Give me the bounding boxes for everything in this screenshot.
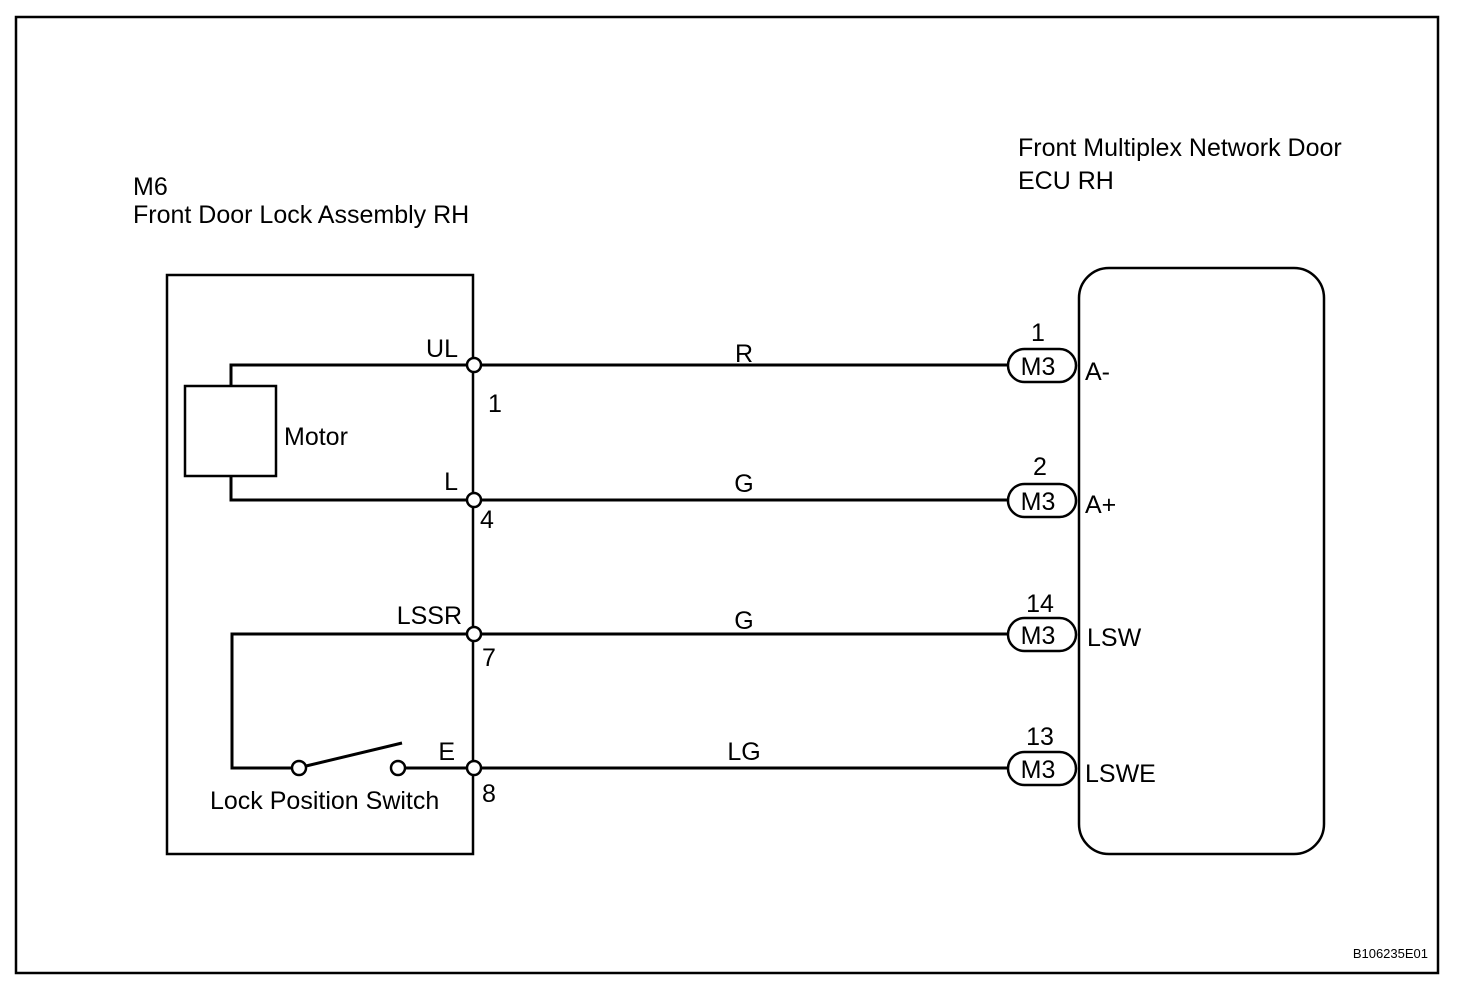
pin-number: 1 <box>488 390 502 418</box>
pin-number: 4 <box>480 506 494 534</box>
motor-label: Motor <box>284 423 348 451</box>
ecu-connector-code: M3 <box>1021 488 1056 516</box>
wire-color-code: G <box>734 607 753 635</box>
ecu-terminal-name: LSW <box>1087 624 1142 652</box>
ecu-pin-number: 2 <box>1033 453 1047 481</box>
lock-assembly-connector-code: M6 <box>133 173 168 201</box>
ecu-connector-code: M3 <box>1021 756 1056 784</box>
ecu-box <box>1077 266 1326 856</box>
lock-assembly-box <box>165 273 475 856</box>
terminal-e <box>465 759 483 777</box>
figure-id: B106235E01 <box>1353 946 1428 961</box>
ecu-terminal-name: LSWE <box>1085 760 1156 788</box>
ecu-connector-pill <box>1006 616 1078 653</box>
pin-name: UL <box>426 335 458 363</box>
ecu-connector-code: M3 <box>1021 622 1056 650</box>
diagram-frame <box>14 15 1440 975</box>
terminal-ul <box>465 356 483 374</box>
switch-contact-right <box>389 759 407 777</box>
switch-contact-left <box>290 759 308 777</box>
switch-wire-lssr <box>230 632 474 770</box>
ecu-pin-number: 14 <box>1026 590 1054 618</box>
ecu-connector-pill <box>1006 750 1078 787</box>
motor-symbol <box>183 384 278 478</box>
ecu-terminal-name: A- <box>1085 358 1110 386</box>
ecu-terminal-name: A+ <box>1085 491 1116 519</box>
pin-number: 7 <box>482 644 496 672</box>
terminal-l <box>465 491 483 509</box>
ecu-connector-pill <box>1006 347 1078 384</box>
pin-name: L <box>444 468 458 496</box>
lock-assembly-name: Front Door Lock Assembly RH <box>133 201 469 229</box>
motor-wire-ul <box>229 363 474 386</box>
pin-number: 8 <box>482 780 496 808</box>
pin-name: E <box>438 738 455 766</box>
ecu-name-line1: Front Multiplex Network Door <box>1018 134 1342 162</box>
pin-name: LSSR <box>397 602 462 630</box>
ecu-connector-pill <box>1006 482 1078 519</box>
switch-blade <box>305 741 403 768</box>
terminal-lssr <box>465 625 483 643</box>
wire-color-code: LG <box>727 738 760 766</box>
switch-label: Lock Position Switch <box>210 787 439 815</box>
ecu-connector-code: M3 <box>1021 353 1056 381</box>
ecu-pin-number: 13 <box>1026 723 1054 751</box>
wire-color-code: G <box>734 470 753 498</box>
ecu-pin-number: 1 <box>1031 319 1045 347</box>
ecu-name-line2: ECU RH <box>1018 167 1114 195</box>
motor-wire-l <box>229 476 474 502</box>
wire-color-code: R <box>735 340 753 368</box>
